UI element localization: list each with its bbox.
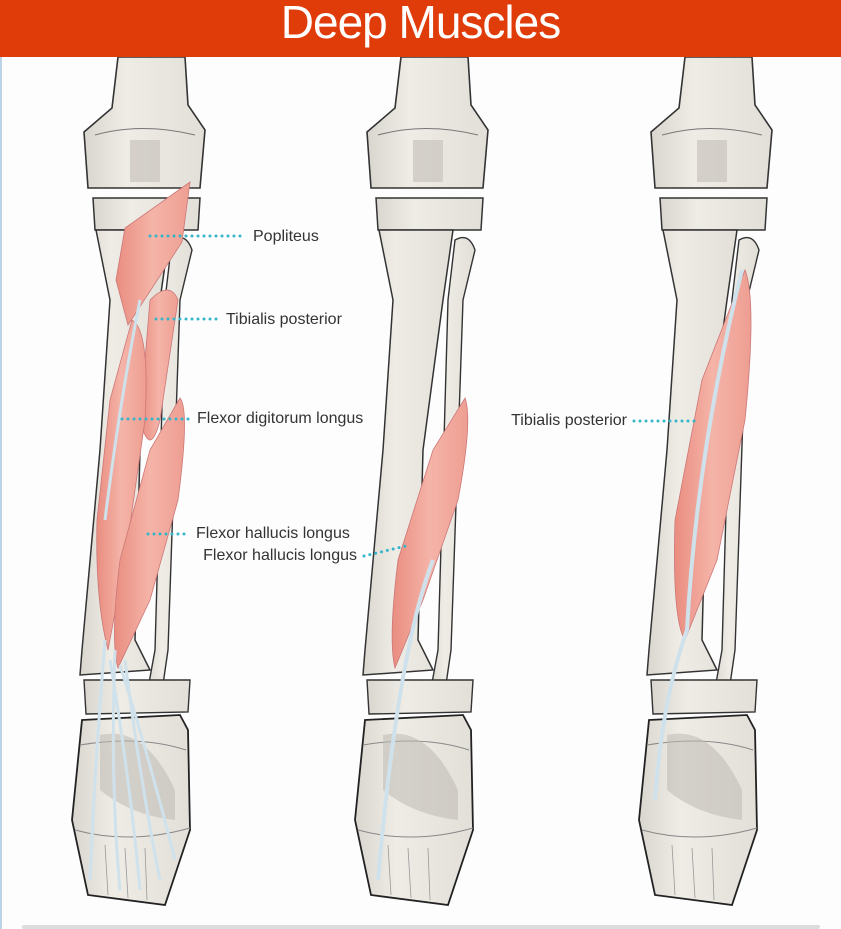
flexor-hallucis-longus-muscle xyxy=(391,397,469,670)
leg-bones xyxy=(71,57,206,906)
leader-flexor-hallucis-longus-middle xyxy=(362,543,412,558)
leg-illustrations xyxy=(71,57,773,906)
label-tibialis-posterior: Tibialis posterior xyxy=(226,311,342,328)
label-popliteus: Popliteus xyxy=(253,228,319,245)
label-flexor-hallucis-longus: Flexor hallucis longus xyxy=(196,525,350,542)
page-title: Deep Muscles xyxy=(280,0,561,48)
frame-edge xyxy=(0,57,2,929)
flexor-digitorum-longus-muscle xyxy=(96,319,147,651)
flexor-hallucis-longus-muscle xyxy=(114,397,185,670)
popliteus-muscle xyxy=(115,181,191,326)
leader-lines xyxy=(120,234,699,558)
leg-bones xyxy=(354,57,489,906)
leg-figure-right xyxy=(638,57,773,906)
tendon xyxy=(376,559,435,881)
header-banner: Deep Muscles xyxy=(0,0,841,57)
leg-figure-left xyxy=(71,57,206,906)
label-flexor-hallucis-longus-middle: Flexor hallucis longus xyxy=(203,547,357,564)
label-flexor-digitorum-longus: Flexor digitorum longus xyxy=(197,410,364,427)
label-tibialis-posterior-right: Tibialis posterior xyxy=(511,412,627,429)
bottom-bar xyxy=(22,925,820,929)
tendon xyxy=(653,269,744,801)
tendons xyxy=(88,299,177,891)
tibialis-posterior-muscle xyxy=(139,289,179,441)
leg-figure-middle xyxy=(354,57,489,906)
